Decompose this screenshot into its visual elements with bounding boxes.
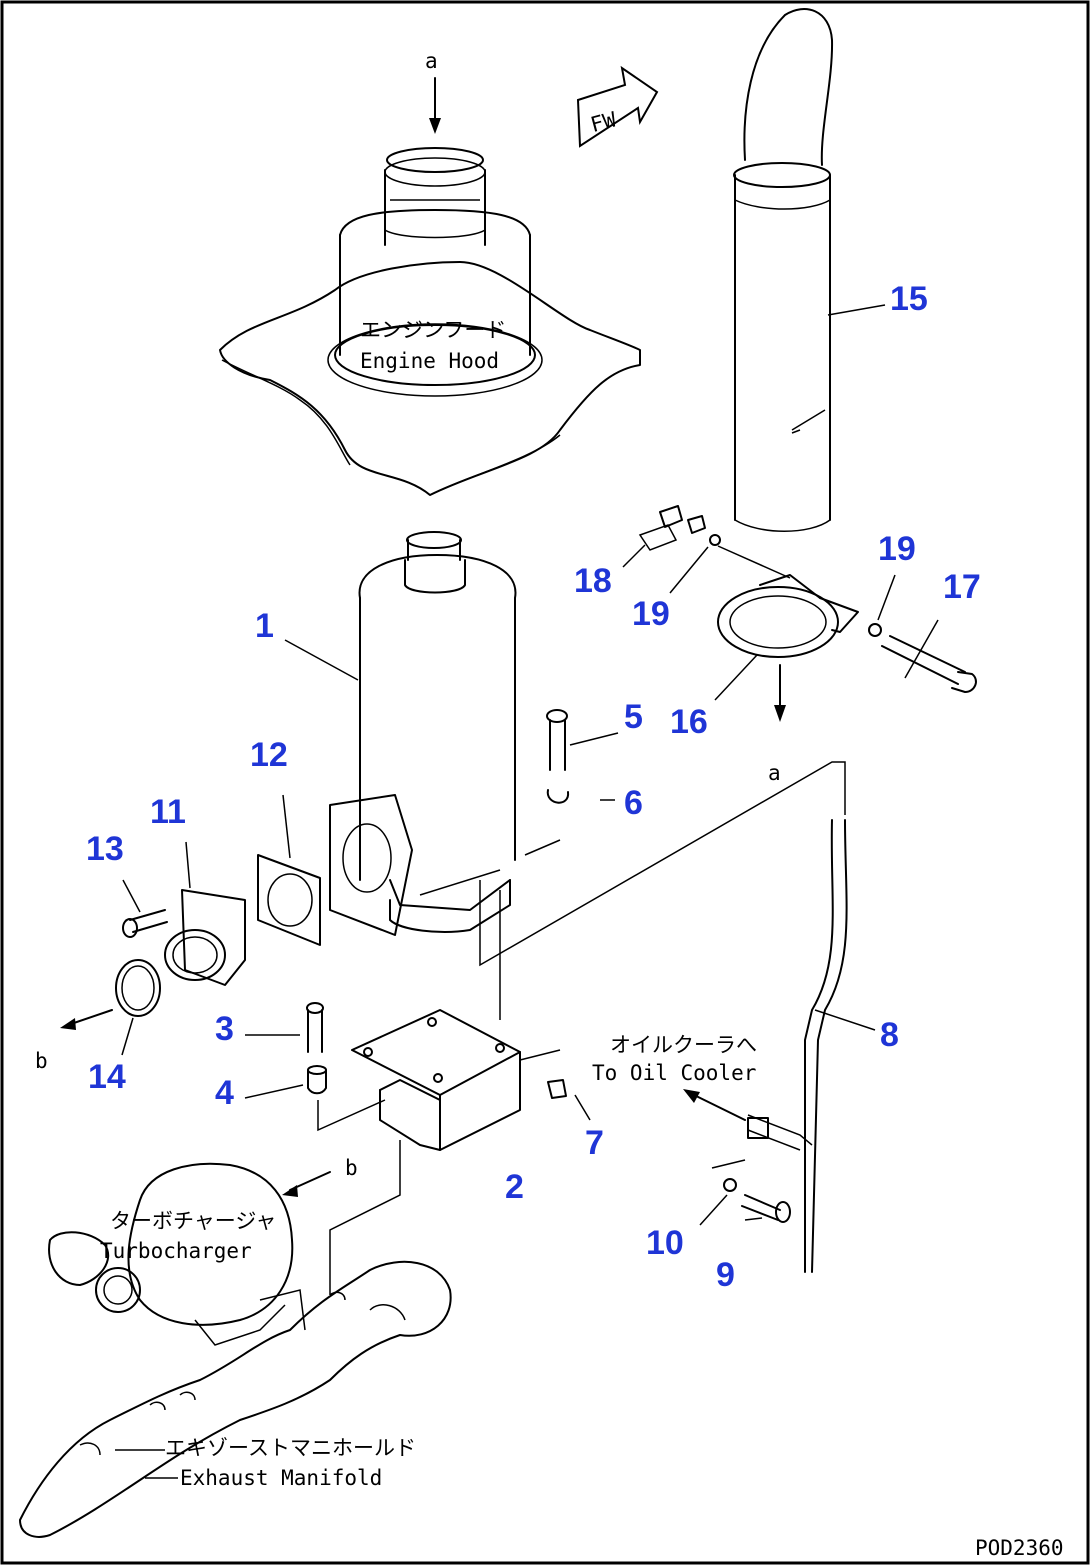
- bolt-5: [546, 709, 568, 771]
- callout-1: 1: [255, 607, 274, 645]
- turbocharger-shape: ターボチャージャ Turbocharger: [48, 1162, 294, 1346]
- engine-hood-en: Engine Hood: [360, 349, 499, 373]
- callout-6: 6: [624, 784, 643, 822]
- oil-cooler-jp: オイルクーラへ: [610, 1033, 757, 1057]
- callout-13: 13: [86, 830, 124, 868]
- clamp-16: [717, 545, 859, 658]
- ref-a-top: a: [425, 49, 441, 134]
- bolt-17: [868, 623, 977, 693]
- drain-pipe-8: [747, 819, 848, 1273]
- callout-2: 2: [505, 1168, 524, 1206]
- callout-9: 9: [716, 1256, 735, 1294]
- ref-b-left: b: [35, 1009, 113, 1073]
- callout-19-right: 19: [878, 530, 916, 568]
- callout-14: 14: [88, 1058, 126, 1096]
- callout-11: 11: [150, 793, 186, 831]
- muffler-1: [329, 531, 517, 936]
- ref-a-lower-label: a: [768, 761, 781, 785]
- callout-12: 12: [250, 736, 288, 774]
- nut-washer-18-19: [638, 505, 721, 551]
- flange-11: [164, 889, 246, 986]
- gasket-12: [257, 854, 321, 946]
- turbocharger-en: Turbocharger: [100, 1239, 252, 1263]
- bolt-3: [306, 1002, 324, 1053]
- drawing-code: POD2360: [975, 1536, 1064, 1560]
- engine-hood-shape: エンジンフード Engine Hood: [219, 147, 641, 496]
- engine-hood-jp: エンジンフード: [360, 318, 506, 342]
- callout-7: 7: [585, 1124, 604, 1162]
- callout-15: 15: [890, 280, 928, 318]
- callout-5: 5: [624, 698, 643, 736]
- bolt-13: [122, 909, 168, 938]
- leader-lines: [121, 304, 939, 1226]
- callout-19-left: 19: [632, 595, 670, 633]
- callout-4: 4: [215, 1074, 234, 1112]
- ref-b-left-label: b: [35, 1049, 48, 1073]
- callout-3: 3: [215, 1010, 234, 1048]
- ref-b-lower-label: b: [345, 1156, 358, 1180]
- callout-8: 8: [880, 1016, 899, 1054]
- washer-4: [307, 1065, 327, 1095]
- bracket-2: [351, 1009, 521, 1151]
- oil-cooler-arrow: オイルクーラへ To Oil Cooler: [592, 1033, 757, 1121]
- callout-17: 17: [943, 568, 981, 606]
- ref-a-lower: a: [768, 664, 786, 785]
- nut-7: [547, 1079, 567, 1099]
- washer-10: [723, 1178, 737, 1192]
- callout-18: 18: [574, 562, 612, 600]
- callout-16: 16: [670, 703, 708, 741]
- ref-a-top-label: a: [425, 49, 438, 73]
- oil-cooler-en: To Oil Cooler: [592, 1061, 756, 1085]
- bolt-9: [741, 1194, 791, 1223]
- exhaust-manifold-shape: エキゾーストマニホールド Exhaust Manifold: [19, 1260, 452, 1538]
- washer-6: [546, 789, 615, 804]
- exhaust-pipe-15: [733, 8, 834, 532]
- ring-14: [115, 959, 161, 1017]
- exhaust-manifold-en: Exhaust Manifold: [180, 1466, 382, 1490]
- exhaust-manifold-jp: エキゾーストマニホールド: [165, 1436, 416, 1460]
- forward-arrow-icon: FW: [576, 65, 659, 148]
- ref-b-lower: b: [282, 1156, 358, 1197]
- callouts: 1 2 3 4 5 6 7 8 9 10 11 12 13 14 15 16 1…: [86, 280, 981, 1294]
- connection-lines: [317, 761, 846, 1295]
- turbocharger-jp: ターボチャージャ: [110, 1209, 276, 1233]
- callout-10: 10: [646, 1224, 684, 1262]
